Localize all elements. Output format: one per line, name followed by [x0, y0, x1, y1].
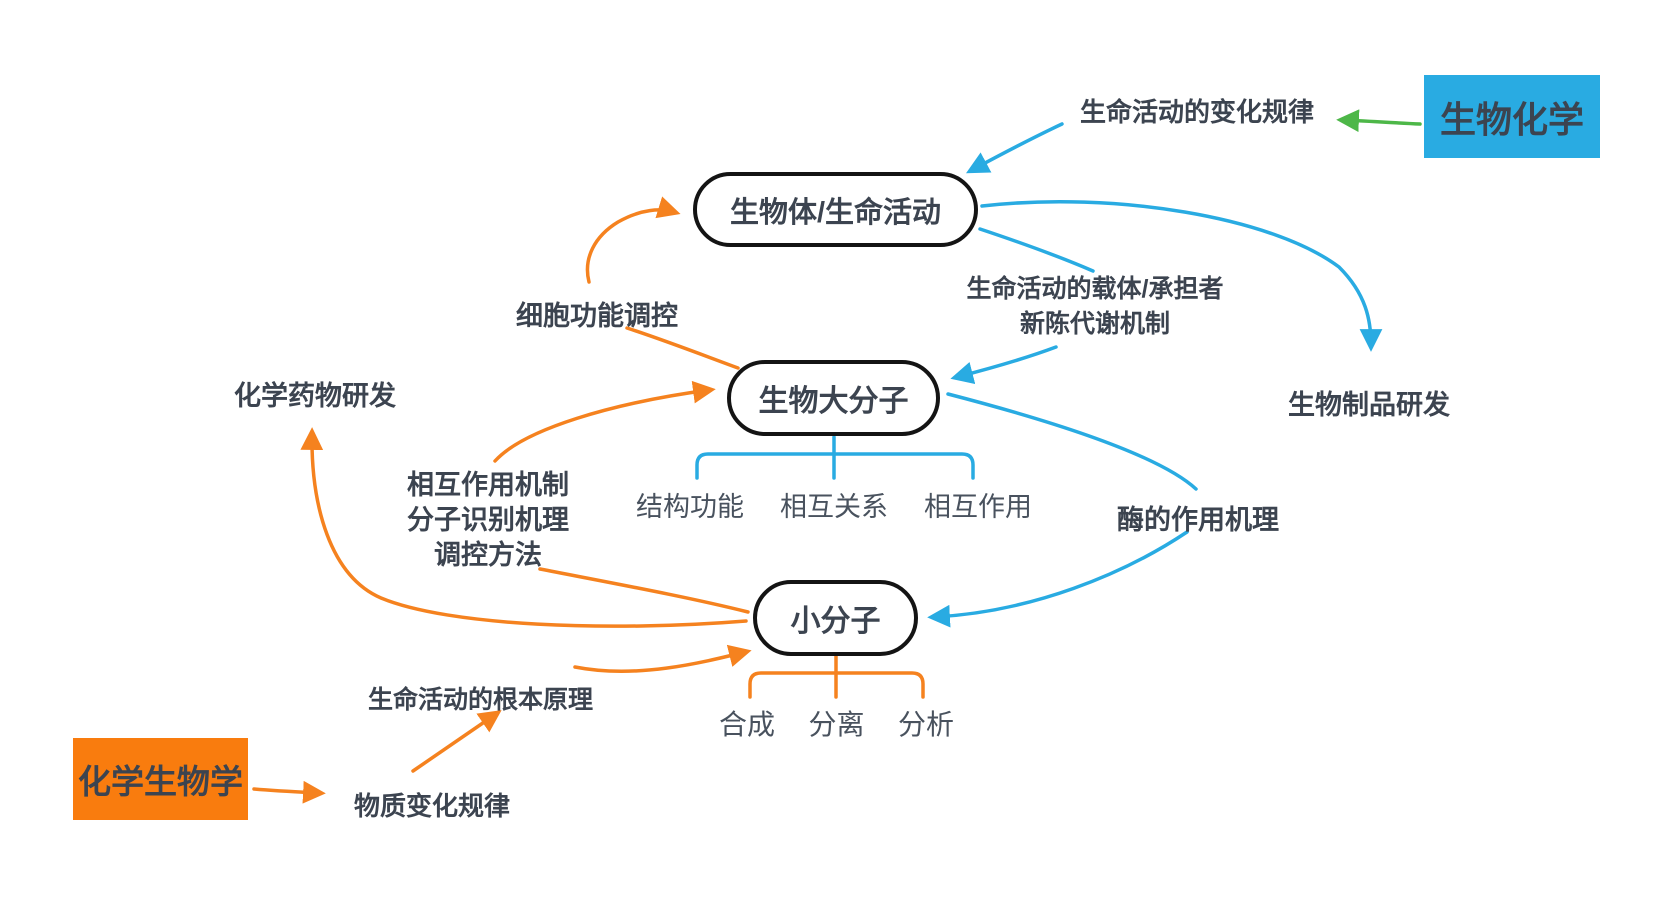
arrow-life-change-to-organism	[965, 122, 1064, 174]
arrow-macromolecule-to-organism-upper	[585, 196, 681, 284]
arrow-organism-to-macromolecule-lower	[950, 345, 1058, 385]
bracket-macromolecule-children	[695, 435, 975, 480]
label-enzyme-mechanism: 酶的作用机理	[1117, 505, 1279, 535]
macromolecule-child-mutual-interaction: 相互作用	[924, 492, 1032, 522]
arrow-substance-to-fundamental	[411, 710, 502, 773]
arrow-macromolecule-to-organism-lower	[625, 326, 740, 370]
node-organism: 生物体/生命活动	[693, 172, 978, 247]
arrow-chembio-to-substance	[252, 780, 326, 804]
label-life-carrier-line1: 生命活动的载体/承担者	[966, 275, 1224, 303]
label-life-carrier: 生命活动的载体/承担者 新陈代谢机制	[945, 272, 1245, 342]
label-life-carrier-line2: 新陈代谢机制	[1019, 310, 1170, 338]
bracket-small-molecule-children	[748, 654, 925, 699]
biochemistry-box: 生物化学	[1424, 75, 1600, 158]
arrow-small-to-drug	[300, 427, 748, 628]
arrow-small-to-macromolecule-lower	[538, 567, 750, 614]
chemical-biology-box: 化学生物学	[73, 738, 248, 820]
arrow-macromolecule-to-small-upper	[946, 392, 1198, 491]
macromolecule-child-structure-function: 结构功能	[636, 492, 744, 522]
label-cell-function-regulation: 细胞功能调控	[516, 301, 678, 331]
arrow-biochem-to-life-change	[1336, 109, 1422, 133]
small-molecule-child-synthesis: 合成	[719, 709, 776, 740]
arrow-small-to-macromolecule-upper	[493, 380, 716, 463]
label-chem-drug-rd: 化学药物研发	[234, 381, 396, 411]
label-interaction-line2: 分子识别机理	[407, 505, 569, 535]
arrow-organism-to-bioproduct	[980, 200, 1383, 352]
label-interaction-line3: 调控方法	[434, 540, 542, 570]
arrow-organism-to-macromolecule-upper	[978, 227, 1095, 273]
macromolecule-child-mutual-relation: 相互关系	[780, 492, 888, 522]
label-life-change-rule: 生命活动的变化规律	[1080, 97, 1315, 127]
label-fundamental-principle: 生命活动的根本原理	[368, 686, 594, 714]
arrow-macromolecule-to-small-lower	[927, 530, 1189, 628]
arrow-fundamental-to-small	[573, 644, 752, 673]
node-macromolecule: 生物大分子	[727, 360, 940, 436]
small-molecule-child-separation: 分离	[808, 709, 865, 740]
label-substance-change-rule: 物质变化规律	[354, 791, 511, 821]
label-bioproduct-rd: 生物制品研发	[1288, 390, 1450, 420]
node-small-molecule: 小分子	[753, 580, 918, 656]
label-interaction-mechanism: 相互作用机制 分子识别机理 调控方法	[400, 468, 576, 573]
small-molecule-children-row: 合成 分离 分析	[719, 703, 954, 743]
small-molecule-child-analysis: 分析	[897, 709, 954, 740]
macromolecule-children-row: 结构功能 相互关系 相互作用	[636, 485, 1032, 524]
label-interaction-line1: 相互作用机制	[407, 470, 569, 500]
